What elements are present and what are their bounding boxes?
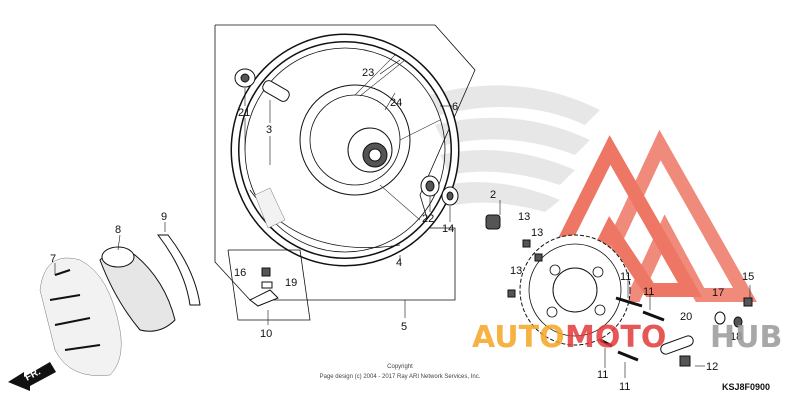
leader-lines [54,59,751,378]
callout-13a: 13 [518,211,530,223]
callout-8: 8 [115,224,121,236]
callout-15: 15 [742,271,754,283]
callout-11b: 11 [643,286,654,298]
callout-17: 17 [712,287,724,299]
spokes [354,54,441,221]
axle-nut [485,214,501,230]
callout-4: 4 [396,257,402,269]
callout-22: 22 [422,213,434,225]
bearing-right [420,175,459,206]
callout-11d: 11 [619,381,630,393]
callout-23: 23 [362,67,374,79]
callout-6: 6 [452,101,458,113]
callout-21: 21 [238,107,250,119]
callout-3: 3 [266,124,272,136]
callout-10: 10 [260,328,272,340]
callout-12: 12 [706,361,718,373]
callout-7: 7 [50,253,56,265]
bearing-left [234,68,256,88]
callout-2: 2 [490,189,496,201]
copyright-text: Page design (c) 2004 - 2017 Ray ARI Netw… [320,374,481,380]
driven-sprocket [519,234,631,346]
misc-hardware [660,297,753,367]
callout-24: 24 [390,97,402,109]
distance-collar [262,80,290,102]
callout-14: 14 [442,223,454,235]
callout-13c: 13 [510,265,522,277]
watermark-auto: AUTO [472,320,565,355]
sprocket-bolts [599,296,665,362]
callout-20: 20 [680,311,692,323]
callout-18: 18 [730,331,742,343]
watermark-text: AUTO MOTO HUB [472,320,782,355]
valve-assembly [227,249,311,321]
callout-9: 9 [161,211,167,223]
watermark-moto: MOTO [565,320,666,355]
callout-16: 16 [234,267,246,279]
copyright-title: Copyright [387,364,413,370]
callout-13b: 13 [531,227,543,239]
wheel-rim [230,33,460,267]
assembly-outline [214,24,476,301]
front-direction-arrow: FR. [8,362,56,391]
callout-labels: 21 3 23 24 6 2 22 14 4 5 16 19 10 7 8 9 … [50,67,754,393]
tire [39,257,122,376]
diagram-code: KSJ8F0900 [722,382,770,392]
callout-11c: 11 [597,369,608,381]
callout-19: 19 [285,277,297,289]
wheel-hub [299,84,411,196]
callout-5: 5 [401,321,407,333]
rim-strip [156,234,201,306]
watermark-hub: HUB [710,320,782,355]
inner-tube [99,246,176,332]
callout-11a: 11 [620,271,631,283]
sprocket-nuts [507,239,543,298]
background-wing-logo [430,85,600,212]
